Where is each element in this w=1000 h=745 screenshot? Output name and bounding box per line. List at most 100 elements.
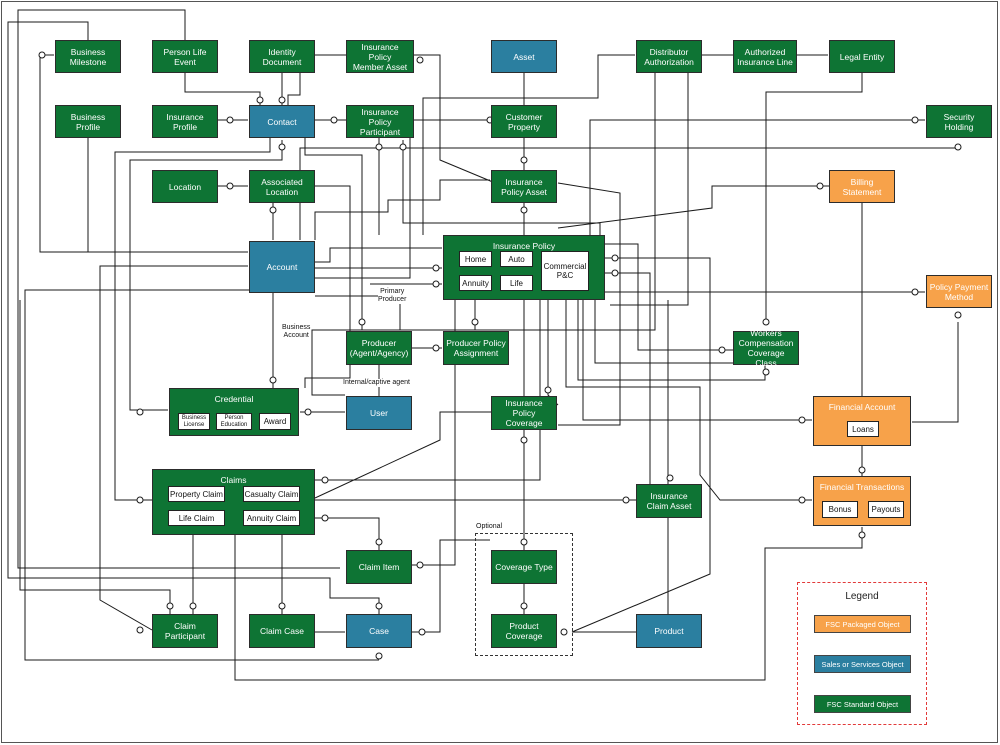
end-marker: [520, 602, 528, 610]
node-label: Customer Property: [505, 111, 543, 132]
node-account[interactable]: Account: [249, 241, 315, 293]
end-marker: [954, 311, 962, 319]
node-producer-policy-assignment[interactable]: Producer Policy Assignment: [443, 331, 509, 365]
end-marker: [544, 386, 552, 394]
node-location[interactable]: Location: [152, 170, 218, 203]
legend-fsc-packaged: FSC Packaged Object: [814, 615, 911, 633]
node-user[interactable]: User: [346, 396, 412, 430]
node-coverage-type[interactable]: Coverage Type: [491, 550, 557, 584]
link-policy-product-coverage: [571, 257, 711, 633]
node-label: Account: [266, 262, 298, 272]
node-label: Product Coverage: [505, 621, 543, 641]
sub-annuity-claim: Annuity Claim: [243, 510, 300, 526]
node-label: Security Holding: [943, 111, 975, 132]
node-insurance-profile[interactable]: Insurance Profile: [152, 105, 218, 138]
end-marker: [399, 143, 407, 151]
node-label: User: [370, 408, 388, 418]
link-milestone-case: [7, 21, 380, 614]
node-product-coverage[interactable]: Product Coverage: [491, 614, 557, 648]
node-security-holding[interactable]: Security Holding: [926, 105, 992, 138]
node-ip-asset[interactable]: Insurance Policy Asset: [491, 170, 557, 203]
node-financial-transactions[interactable]: Financial Transactions Bonus Payouts: [813, 476, 911, 526]
link-contact-producer: [304, 137, 363, 330]
node-policy-payment-method[interactable]: Policy Payment Method: [926, 275, 992, 308]
node-label: Insurance Policy Coverage: [505, 398, 543, 428]
node-label: Producer Policy Assignment: [446, 338, 506, 358]
end-marker: [471, 318, 479, 326]
node-label: Producer (Agent/Agency): [349, 338, 409, 358]
node-identity-document[interactable]: Identity Document: [249, 40, 315, 73]
node-ip-member-asset[interactable]: Insurance Policy Member Asset: [346, 40, 414, 73]
node-associated-location[interactable]: Associated Location: [249, 170, 315, 203]
link-claims-claim-item: [315, 517, 380, 550]
link-business-profile: [87, 137, 248, 253]
end-marker: [432, 264, 440, 272]
node-claim-item[interactable]: Claim Item: [346, 550, 412, 584]
node-insurance-policy[interactable]: Insurance Policy Home Auto Commercial P&…: [443, 235, 605, 300]
node-insurance-claim-asset[interactable]: Insurance Claim Asset: [636, 484, 702, 518]
legend-title: Legend: [845, 591, 879, 602]
optional-group: [475, 533, 573, 656]
node-label: Identity Document: [262, 46, 302, 67]
node-ip-coverage[interactable]: Insurance Policy Coverage: [491, 396, 557, 430]
node-label: Insurance Policy Participant: [359, 106, 401, 137]
end-marker: [304, 408, 312, 416]
node-legal-entity[interactable]: Legal Entity: [829, 40, 895, 73]
end-marker: [560, 628, 568, 636]
node-claims[interactable]: Claims Property Claim Casualty Claim Lif…: [152, 469, 315, 535]
node-label: Claim Case: [260, 626, 304, 636]
end-marker: [762, 368, 770, 376]
node-claim-participant[interactable]: Claim Participant: [152, 614, 218, 648]
sub-award: Award: [259, 413, 291, 430]
node-label: Product: [654, 626, 684, 636]
node-label: Location: [168, 181, 202, 192]
node-producer[interactable]: Producer (Agent/Agency): [346, 331, 412, 365]
node-business-profile[interactable]: Business Profile: [55, 105, 121, 138]
link-case-coverage: [412, 539, 490, 633]
node-credential[interactable]: Credential Business License Person Educa…: [169, 388, 299, 436]
end-marker: [226, 182, 234, 190]
end-marker: [611, 254, 619, 262]
node-workers-comp[interactable]: Workers Compensation Coverage Class: [733, 328, 799, 368]
node-authorized-insurance-line[interactable]: Authorized Insurance Line: [733, 40, 797, 73]
link-milestone-account: [39, 54, 248, 253]
node-person-life-event[interactable]: Person Life Event: [152, 40, 218, 73]
node-distributor-authorization[interactable]: Distributor Authorization: [636, 40, 702, 73]
end-marker: [858, 531, 866, 539]
link-account-claim-participant: [99, 265, 248, 631]
link-policyasset-coverage: [557, 182, 621, 426]
link-account-case: [24, 289, 379, 661]
node-label: Insurance Policy Member Asset: [352, 41, 408, 72]
node-asset[interactable]: Asset: [491, 40, 557, 73]
sub-life: Life: [500, 275, 533, 291]
end-marker: [798, 416, 806, 424]
node-product[interactable]: Product: [636, 614, 702, 648]
legend-fsc-standard: FSC Standard Object: [814, 695, 911, 713]
end-marker: [226, 116, 234, 124]
link-payment-finacct: [912, 322, 959, 423]
link-policy-workers: [605, 243, 733, 351]
node-financial-account[interactable]: Financial Account Loans: [813, 396, 911, 446]
end-marker: [278, 96, 286, 104]
link-billing-policy: [557, 185, 830, 229]
end-marker: [911, 288, 919, 296]
node-ip-participant[interactable]: Insurance Policy Participant: [346, 105, 414, 138]
node-contact[interactable]: Contact: [249, 105, 315, 138]
node-case[interactable]: Case: [346, 614, 412, 648]
end-marker: [858, 466, 866, 474]
node-label: Financial Transactions: [819, 482, 905, 492]
end-marker: [269, 376, 277, 384]
node-label: Authorized Insurance Line: [737, 46, 793, 67]
node-billing-statement[interactable]: Billing Statement: [829, 170, 895, 203]
link-member-asset-policy-asset: [414, 54, 501, 186]
label-business-account: Business Account: [282, 324, 311, 340]
node-business-milestone[interactable]: Business Milestone: [55, 40, 121, 73]
sub-property-claim: Property Claim: [168, 486, 225, 502]
node-customer-property[interactable]: Customer Property: [491, 105, 557, 138]
end-marker: [136, 496, 144, 504]
node-label: Claim Participant: [164, 621, 206, 641]
end-marker: [666, 474, 674, 482]
node-claim-case[interactable]: Claim Case: [249, 614, 315, 648]
link-member-asset-contact: [287, 54, 346, 105]
sub-life-claim: Life Claim: [168, 510, 225, 526]
